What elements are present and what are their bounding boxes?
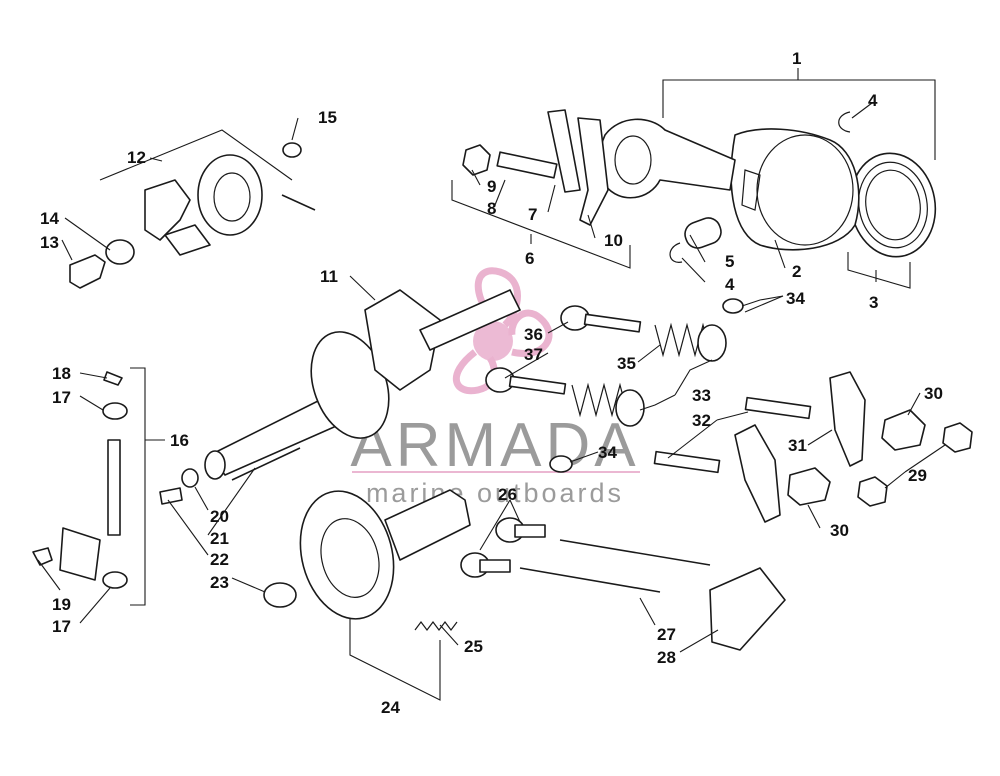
callout-17-top: 17	[52, 388, 71, 407]
callout-22: 22	[210, 550, 229, 569]
spring-retainer-lower	[615, 389, 645, 427]
rocker-arm-upper	[829, 371, 866, 467]
callout-28: 28	[657, 648, 676, 667]
valve-clip-upper	[722, 298, 744, 314]
exhaust-valve	[485, 367, 567, 395]
callout-11: 11	[320, 267, 338, 286]
callout-2: 2	[792, 262, 801, 281]
rocker-pivot-lower	[787, 467, 831, 506]
piston-pin-circlip-lower	[669, 242, 683, 263]
intake-valve	[560, 305, 642, 333]
rocker-nut-upper	[942, 422, 973, 453]
callout-15: 15	[318, 108, 337, 127]
callout-30-bottom: 30	[830, 521, 849, 540]
callout-13: 13	[40, 233, 59, 252]
callout-4-top: 4	[868, 91, 878, 110]
callout-20: 20	[210, 507, 229, 526]
thrust-washer	[263, 582, 297, 608]
callout-36: 36	[524, 325, 543, 344]
callout-32: 32	[692, 411, 711, 430]
spring-retainer-upper	[697, 324, 727, 362]
rocker-stud-upper	[744, 396, 812, 420]
callout-34-upper: 34	[786, 289, 805, 308]
watermark: ARMADA marine outboards	[350, 267, 640, 508]
callout-14: 14	[40, 209, 59, 228]
piston	[730, 128, 860, 251]
callout-6: 6	[525, 249, 534, 268]
callout-35: 35	[617, 354, 636, 373]
rocker-arm-lower	[734, 424, 781, 523]
cam-spring	[414, 621, 458, 631]
watermark-brand: ARMADA	[350, 411, 639, 480]
callout-19: 19	[52, 595, 71, 614]
rod-nut	[462, 144, 491, 176]
callout-25: 25	[464, 637, 483, 656]
callout-23: 23	[210, 573, 229, 592]
governor-rod-assembly	[32, 371, 128, 589]
callout-10: 10	[604, 231, 623, 250]
callout-30-top: 30	[924, 384, 943, 403]
rocker-pivot-upper	[881, 409, 926, 451]
callout-9: 9	[487, 177, 496, 196]
piston-pin	[684, 217, 722, 249]
callout-1: 1	[792, 49, 801, 68]
callout-labels: 1 2 3 4 4 5 6 7 8 9 10 11 12 13 14 15 16…	[40, 49, 943, 717]
rod-cap-plate	[547, 109, 581, 193]
crankshaft	[204, 289, 521, 480]
governor-assembly	[144, 154, 263, 256]
callout-3: 3	[869, 293, 878, 312]
crank-washer	[181, 468, 199, 488]
leader-lines	[37, 102, 946, 653]
governor-washer	[282, 142, 302, 158]
callout-4-bottom: 4	[725, 275, 735, 294]
crankshaft-key	[231, 447, 301, 481]
camshaft-gear	[299, 489, 471, 620]
callout-24: 24	[381, 698, 400, 717]
callout-31: 31	[788, 436, 807, 455]
callout-37: 37	[524, 345, 543, 364]
callout-29: 29	[908, 466, 927, 485]
governor-spacer	[105, 239, 135, 265]
piston-pin-circlip-upper	[838, 111, 851, 133]
callout-27: 27	[657, 625, 676, 644]
rocker-nut-lower	[857, 476, 888, 507]
callout-18: 18	[52, 364, 71, 383]
callout-26: 26	[498, 485, 517, 504]
rod-bolt	[496, 151, 558, 179]
governor-pin	[281, 194, 316, 211]
watermark-tagline: marine outboards	[366, 478, 624, 508]
valve-tappets	[460, 517, 546, 578]
governor-shaft	[69, 254, 106, 289]
valve-clip-lower	[549, 455, 573, 473]
group-brackets	[99, 68, 936, 701]
callout-33: 33	[692, 386, 711, 405]
rod-cap-lock-plate	[577, 117, 609, 226]
callout-16: 16	[170, 431, 189, 450]
callout-34-lower: 34	[598, 443, 617, 462]
push-rod-lower	[519, 567, 661, 593]
small-bolt	[159, 487, 183, 505]
callout-21: 21	[210, 529, 229, 548]
callout-12: 12	[127, 148, 146, 167]
connecting-rod	[598, 118, 736, 199]
callout-8: 8	[487, 199, 496, 218]
rocker-stud-lower	[653, 450, 721, 474]
callout-5: 5	[725, 252, 734, 271]
push-rod-guide-plate	[709, 567, 786, 651]
push-rod-upper	[559, 539, 711, 566]
callout-17-bottom: 17	[52, 617, 71, 636]
callout-7: 7	[528, 205, 537, 224]
